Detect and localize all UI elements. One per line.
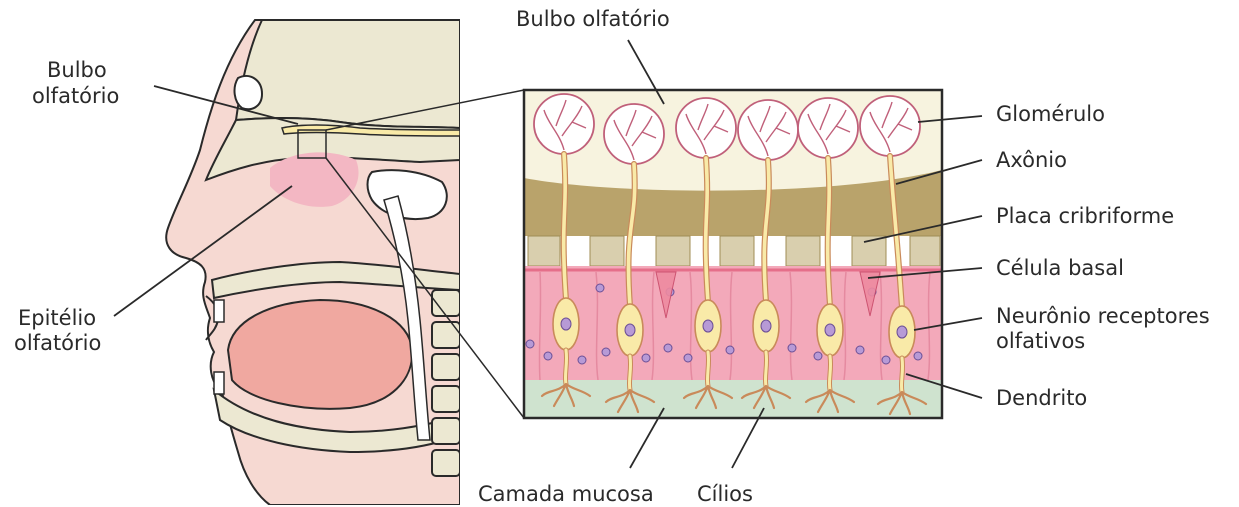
- dendrite: [901, 358, 902, 392]
- glomerulus: [738, 100, 798, 160]
- neuron-nucleus: [897, 326, 907, 338]
- glomerulus: [860, 96, 920, 156]
- dendrite: [765, 352, 766, 386]
- label-bulbo-left-line1: Bulbo: [47, 58, 107, 83]
- tongue: [228, 300, 412, 409]
- label-cilios: Cílios: [697, 482, 753, 507]
- label-placa-cribriforme: Placa cribriforme: [996, 204, 1174, 229]
- label-bulbo-olfatorio-top: Bulbo olfatório: [516, 7, 670, 32]
- neuron-nucleus: [561, 318, 571, 330]
- label-celula-basal: Célula basal: [996, 256, 1124, 281]
- label-camada-mucosa: Camada mucosa: [478, 482, 654, 507]
- dendrite: [829, 356, 830, 390]
- label-epitelio-line2: olfatório: [14, 331, 101, 356]
- neuron-nucleus: [761, 320, 771, 332]
- neuron-nucleus: [625, 324, 635, 336]
- label-glomerulo: Glomérulo: [996, 102, 1105, 127]
- label-neuronio-line2: olfativos: [996, 329, 1085, 354]
- head-cross-section: [166, 20, 460, 505]
- skull-bone: [236, 20, 460, 128]
- upper-tooth: [214, 300, 224, 322]
- axon: [706, 158, 708, 302]
- dendrite: [629, 356, 630, 390]
- glomerulus: [676, 98, 736, 158]
- epithelium-layer: [524, 266, 942, 382]
- lower-tooth: [214, 372, 224, 394]
- label-epitelio-line1: Epitélio: [18, 306, 96, 331]
- label-bulbo-left-line2: olfatório: [32, 84, 119, 109]
- neuron-nucleus: [825, 324, 835, 336]
- axon: [564, 154, 566, 300]
- glomerulus: [604, 104, 664, 164]
- label-axonio: Axônio: [996, 148, 1067, 173]
- dendrite: [565, 350, 566, 384]
- label-neuronio-line1: Neurônio receptores: [996, 304, 1210, 329]
- glomerulus: [534, 94, 594, 154]
- cribriform-blocks: [528, 236, 940, 266]
- neuron-nucleus: [703, 320, 713, 332]
- glomerulus: [798, 98, 858, 158]
- frontal-sinus: [235, 76, 262, 109]
- dendrite: [707, 352, 708, 386]
- axon: [828, 158, 830, 306]
- mucus-layer: [524, 380, 942, 420]
- label-dendrito: Dendrito: [996, 386, 1087, 411]
